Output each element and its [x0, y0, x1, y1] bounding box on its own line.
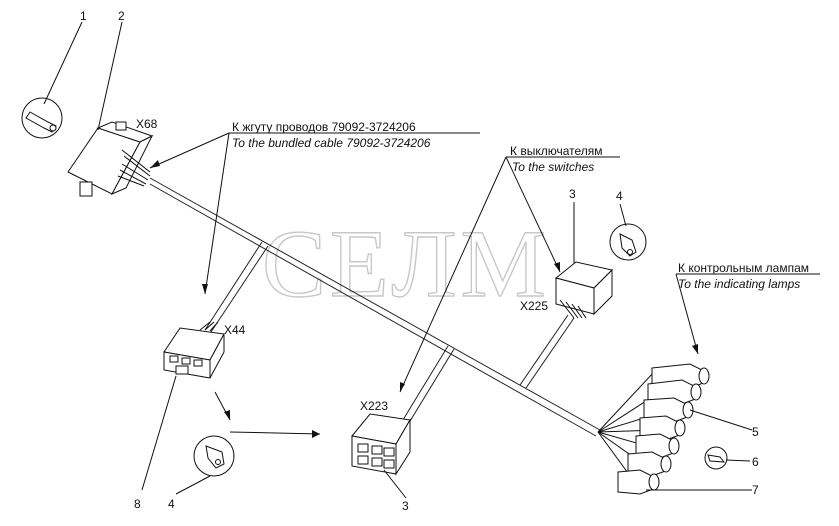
- note-bundled-en: To the bundled cable 79092-3724206: [232, 136, 431, 150]
- callout-7: 7: [752, 483, 759, 497]
- callout-6: 6: [752, 455, 759, 469]
- terminal-detail-4b: [193, 435, 235, 477]
- callout-4-lower: 4: [168, 497, 175, 511]
- connector-x68: [67, 121, 154, 197]
- callout-8: 8: [134, 497, 141, 511]
- connector-x225: [554, 261, 613, 319]
- terminal-detail-4a: [609, 223, 647, 261]
- label-x44: X44: [224, 323, 246, 337]
- branch-x223: [397, 345, 455, 432]
- label-x225: X225: [520, 299, 548, 313]
- note-lamps-en: To the indicating lamps: [678, 277, 800, 291]
- arrow-heads: [150, 160, 698, 438]
- callout-2: 2: [118, 9, 125, 23]
- callout-3-lower: 3: [402, 499, 409, 513]
- connector-x44: [163, 321, 225, 379]
- main-trunk: [149, 177, 601, 437]
- callout-1: 1: [80, 9, 87, 23]
- callout-4-upper: 4: [616, 189, 623, 203]
- label-x223: X223: [360, 399, 388, 413]
- branch-x44: [204, 241, 269, 333]
- leader-lines: [43, 21, 820, 499]
- lamp-socket-7: [617, 469, 660, 495]
- terminal-detail-6: [704, 446, 728, 470]
- note-lamps-ru: К контрольным лампам: [678, 261, 809, 275]
- branch-x225: [519, 314, 575, 389]
- callout-3-upper: 3: [569, 187, 576, 201]
- note-switches-en: To the switches: [512, 160, 594, 174]
- connector-x223: [351, 413, 411, 476]
- label-x68: X68: [136, 117, 158, 131]
- watermark: СЕЛМ: [262, 210, 550, 317]
- lamp-socket-3: [643, 397, 694, 423]
- callout-5: 5: [752, 425, 759, 439]
- note-switches-ru: К выключателям: [510, 144, 603, 158]
- note-bundled-ru: К жгуту проводов 79092-3724206: [232, 120, 416, 134]
- terminal-detail-1: [21, 97, 63, 139]
